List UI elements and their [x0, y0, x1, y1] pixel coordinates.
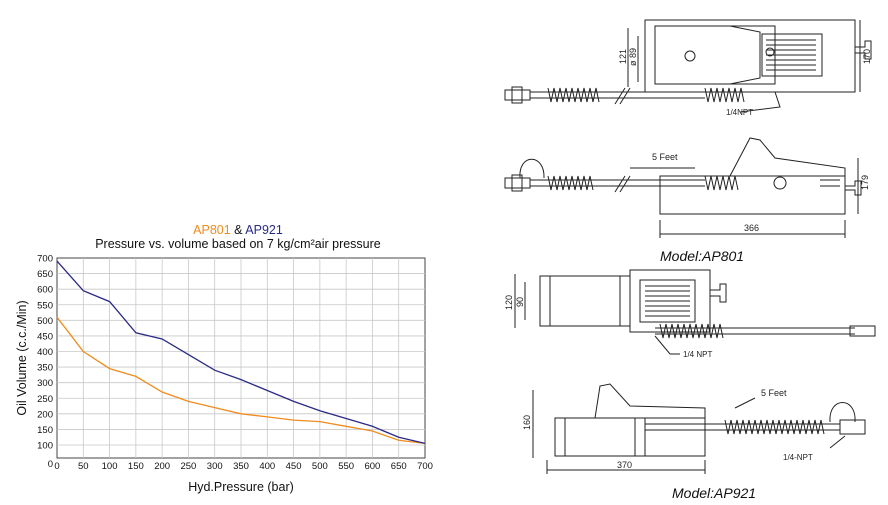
- pump-body: [644, 19, 856, 93]
- y-tick-label: 100: [37, 441, 53, 452]
- x-tick-label: 200: [154, 461, 170, 472]
- title-ap921: AP921: [245, 223, 283, 237]
- dim-120: 120: [504, 295, 514, 310]
- dim-89: ø 89: [628, 48, 638, 66]
- dim-366: 366: [744, 223, 759, 233]
- x-tick-label: 700: [417, 461, 433, 472]
- x-tick-label: 600: [364, 461, 380, 472]
- series-line-ap921: [56, 260, 426, 445]
- hose-spring-2: [704, 175, 739, 191]
- label-1-4-npt: 1/4 NPT: [683, 350, 712, 359]
- x-tick-label: 150: [128, 461, 144, 472]
- y-tick-label: 150: [37, 425, 53, 436]
- ap921-top-view-drawing: 120 90 1/4 NPT: [504, 269, 876, 359]
- x-tick-label: 0: [54, 461, 59, 472]
- grid-lines: [57, 258, 425, 458]
- x-tick-label: 650: [391, 461, 407, 472]
- y-tick-labels: 0 100 150 200 250 300 350 400 450 500 550 600 650 700: [37, 254, 53, 471]
- dim-370: 370: [617, 460, 632, 470]
- y-tick-label: 200: [37, 409, 53, 420]
- x-tick-label: 550: [338, 461, 354, 472]
- y-tick-label: 550: [37, 300, 53, 311]
- quick-coupler: [504, 86, 531, 104]
- y-tick-label: 650: [37, 269, 53, 280]
- dim-90: 90: [515, 297, 525, 307]
- y-tick-label: 0: [48, 459, 53, 470]
- y-tick-label: 450: [37, 331, 53, 342]
- y-tick-label: 300: [37, 378, 53, 389]
- x-tick-label: 100: [102, 461, 118, 472]
- ap801-side-view-drawing: 5 Feet 179 366: [504, 137, 870, 238]
- x-tick-label: 50: [78, 461, 89, 472]
- hose-spring: [547, 175, 594, 191]
- quick-coupler: [849, 325, 876, 337]
- grip-pad: [639, 279, 696, 323]
- y-tick-label: 700: [37, 254, 53, 265]
- y-axis-label: Oil Volume (c.c./Min): [15, 300, 29, 415]
- title-ampersand: &: [231, 223, 246, 237]
- chart-subtitle: Pressure vs. volume based on 7 kg/cm²air…: [95, 237, 381, 251]
- pump-base: [644, 417, 706, 457]
- pump-cylinder: [554, 417, 646, 457]
- hose-spring: [547, 87, 600, 103]
- label-1-4npt: 1/4NPT: [726, 108, 753, 117]
- grip-pad: [761, 33, 823, 77]
- hose-spring: [659, 323, 724, 339]
- x-axis-label: Hyd.Pressure (bar): [188, 480, 294, 494]
- x-tick-label: 500: [312, 461, 328, 472]
- hose-length-label: 5 Feet: [652, 152, 678, 162]
- dim-179: 179: [860, 175, 870, 190]
- caption-ap801: Model:AP801: [660, 248, 745, 264]
- pump-reservoir: [659, 175, 846, 215]
- hose-spring-2: [704, 87, 745, 103]
- dim-160: 160: [522, 415, 532, 430]
- pressure-volume-chart: AP801 & AP921 Pressure vs. volume based …: [15, 223, 433, 494]
- ap921-side-view-drawing: 5 Feet 160 370 1/4-NPT: [522, 383, 866, 474]
- pump-cylinder: [539, 275, 631, 327]
- foot-pedal: [594, 383, 706, 419]
- x-tick-label: 300: [207, 461, 223, 472]
- caption-ap921: Model:AP921: [672, 485, 757, 501]
- title-ap801: AP801: [193, 223, 231, 237]
- y-tick-label: 250: [37, 394, 53, 405]
- series-line-ap801: [56, 316, 426, 445]
- dim-121: 121: [618, 49, 628, 64]
- ap801-top-view-drawing: 121 ø 89 170 1/4NPT: [504, 19, 872, 117]
- x-tick-label: 250: [180, 461, 196, 472]
- y-tick-label: 500: [37, 316, 53, 327]
- label-1-4-npt: 1/4-NPT: [783, 453, 813, 462]
- x-tick-label: 450: [286, 461, 302, 472]
- x-tick-label: 400: [259, 461, 275, 472]
- x-tick-labels: 0 50 100 150 200 250 300 350 400 450 500 550 600 650 7…: [54, 461, 433, 472]
- y-tick-label: 350: [37, 363, 53, 374]
- gauge-guard: [829, 402, 856, 423]
- y-tick-label: 600: [37, 285, 53, 296]
- dim-170: 170: [862, 49, 872, 64]
- hose-length-label: 5 Feet: [761, 388, 787, 398]
- gauge-guard: [519, 158, 545, 179]
- x-tick-label: 350: [233, 461, 249, 472]
- y-tick-label: 400: [37, 347, 53, 358]
- chart-title: AP801 & AP921: [193, 223, 283, 237]
- series-lines: [56, 260, 426, 445]
- quick-coupler: [839, 419, 866, 435]
- quick-coupler: [504, 174, 531, 192]
- foot-pedal: [729, 137, 846, 177]
- hose-spring: [724, 419, 825, 435]
